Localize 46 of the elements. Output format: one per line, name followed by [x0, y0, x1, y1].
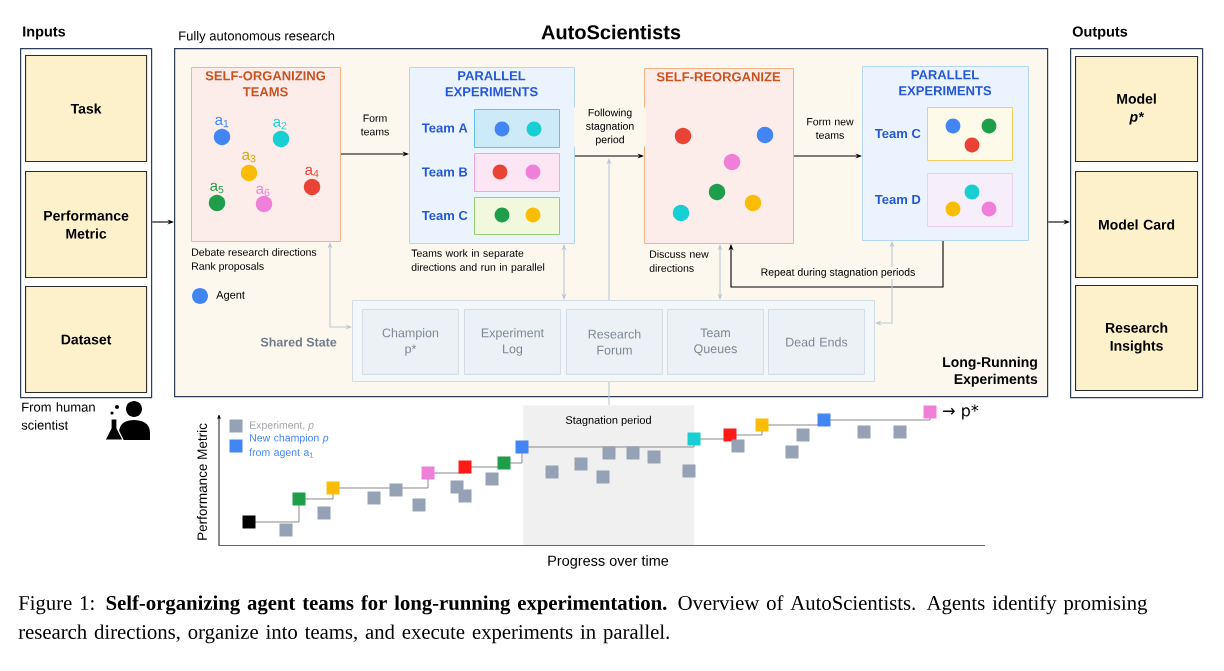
team-box: Team A: [421, 109, 560, 148]
edge-label: Following stagnation period: [574, 107, 646, 147]
agent-label: a$_{3}$: [242, 151, 256, 163]
legend-label: Experiment, p: [250, 421, 314, 431]
panel-heading: Fully autonomous research: [179, 30, 335, 44]
legend-label: New champion p from agent a$_{1}$: [249, 433, 329, 459]
agent-label: a$_{4}$: [305, 166, 319, 178]
note-text: Rank proposals: [192, 262, 264, 272]
team-box: Team B: [421, 153, 560, 192]
column-heading: Inputs: [23, 26, 66, 40]
agent-label: a$_{2}$: [273, 118, 287, 130]
axis-title: Performance Metric: [197, 423, 207, 540]
team-box: Team D: [874, 173, 1013, 227]
stage-box: PARALLEL EXPERIMENTS Team A Team B Team C: [409, 67, 575, 244]
edge-label: Form new teams: [798, 117, 862, 140]
title: AutoScientists: [541, 24, 681, 40]
arrow: [728, 240, 944, 288]
input-box: Task: [25, 55, 148, 163]
note-text: Discuss new directions: [649, 250, 709, 272]
output-box: Research Insights: [1075, 285, 1199, 392]
output-box: Model p*: [1075, 56, 1199, 163]
input-box: Performance Metric: [25, 171, 148, 279]
state-box: Experiment Log: [464, 309, 561, 375]
state-box: Champion p*: [362, 309, 459, 375]
connector-line: [608, 381, 610, 406]
team-box: Team C: [421, 197, 560, 235]
team-box: Team C: [874, 107, 1013, 161]
note-text: Teams work in separate directions and run in parallel: [411, 249, 545, 273]
caption: Figure 1: Self-organizing agent teams for long-running experimentation. Overview of AutoScientists. Agents identify promising research directions, organize into teams, and execute experiments in parallel.: [18, 595, 1147, 644]
stagnation-band: Stagnation period: [523, 405, 695, 546]
agent-label: a$_{5}$: [210, 182, 224, 194]
input-box: Dataset: [25, 286, 148, 394]
stage-box: PARALLEL EXPERIMENTS Team C Team D: [862, 66, 1029, 241]
result-label: → p*: [943, 404, 979, 420]
panel-heading: Shared State: [260, 337, 337, 347]
column-heading: Outputs: [1072, 26, 1128, 40]
legend-label: Agent: [216, 291, 245, 301]
output-box: Model Card: [1075, 171, 1199, 279]
edge-label: Repeat during stagnation periods: [759, 267, 917, 279]
state-box: Research Forum: [566, 309, 663, 375]
agent-label: a$_{1}$: [215, 116, 229, 128]
stage-box: SELF-REORGANIZE: [644, 68, 794, 244]
agent-label: a$_{6}$: [256, 185, 270, 197]
state-box: Team Queues: [667, 309, 764, 375]
state-box: Dead Ends: [768, 309, 865, 375]
note-text: Debate research directions: [192, 248, 317, 256]
